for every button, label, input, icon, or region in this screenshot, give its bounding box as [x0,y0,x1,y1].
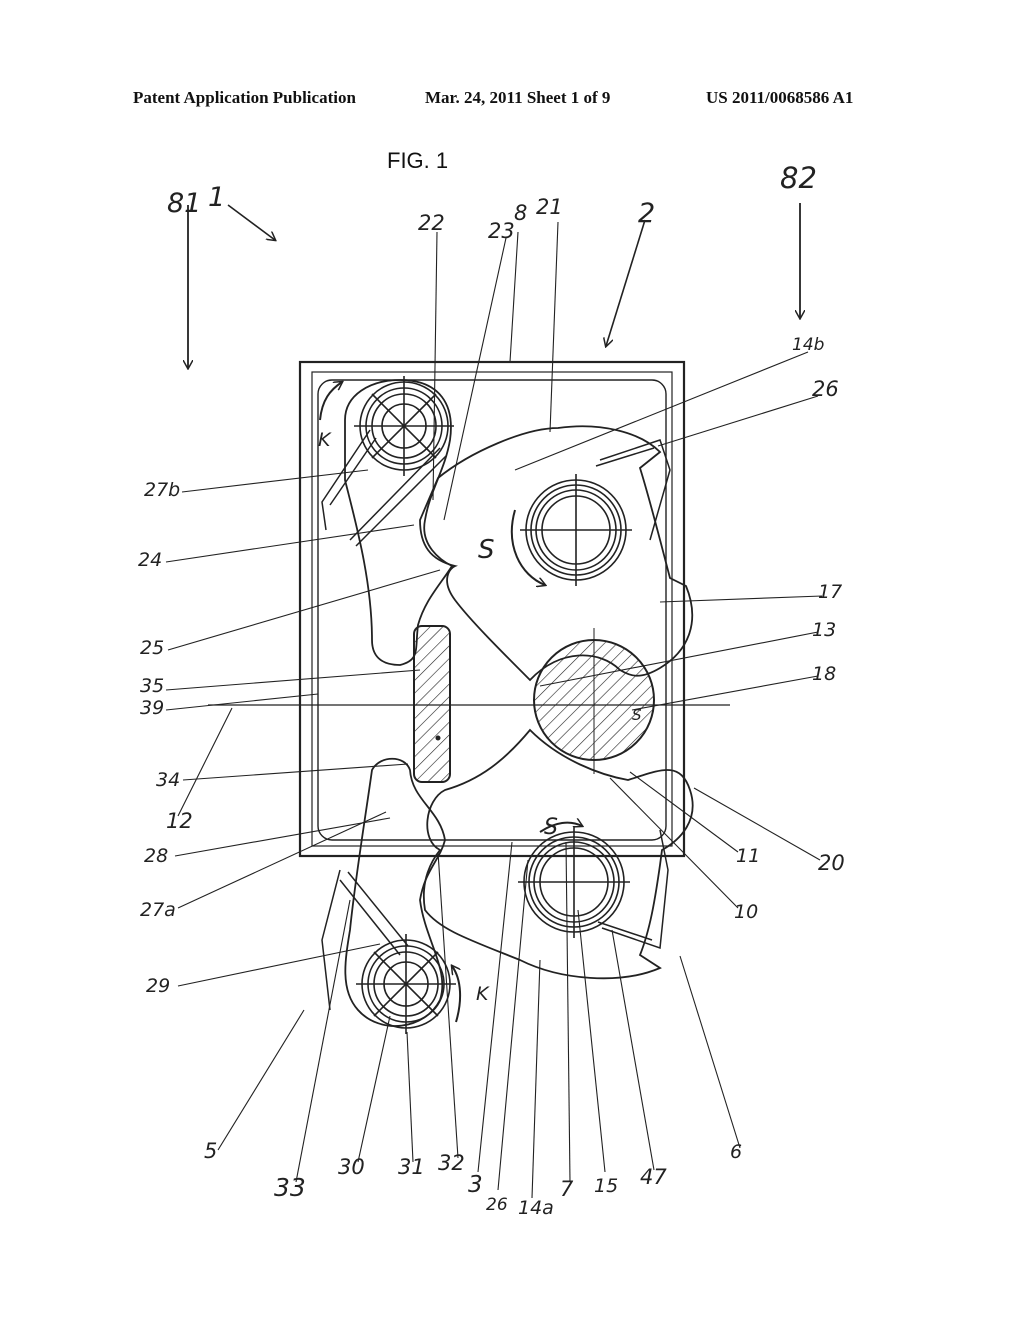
label-28: 28 [144,845,168,867]
figure-title: FIG. 1 [387,148,448,173]
lower-pawl-bearing [356,934,456,1034]
label-81: 81 [167,188,201,219]
leader-lines [165,221,823,1199]
upper-latch-bearing [520,474,632,586]
label-82: 82 [780,161,817,195]
label-25: 25 [140,637,164,659]
label-33: 33 [274,1173,306,1202]
label-18: 18 [812,663,836,685]
label-12: 12 [166,809,193,833]
label-14b: 14b [792,335,824,355]
direction-arrow-1 [227,204,275,240]
rotation-arrow-k-top [319,382,342,421]
lower-pawl [344,757,446,1027]
label-32: 32 [438,1151,465,1175]
label-31: 31 [398,1155,425,1179]
label-3: 3 [468,1172,483,1198]
label-26-top: 26 [812,377,839,401]
label-24: 24 [138,549,162,571]
upper-pawl-bearing [354,376,454,476]
label-39: 39 [140,697,164,719]
label-2: 2 [638,198,655,229]
label-23: 23 [488,219,515,243]
label-11: 11 [736,845,760,867]
label-8: 8 [514,201,527,225]
label-7: 7 [560,1177,574,1201]
label-35: 35 [140,675,164,697]
reference-labels: 81 1 22 23 8 21 2 82 14b 26 27b 24 25 17… [138,161,845,1219]
publication-number: US 2011/0068586 A1 [706,88,854,107]
direction-arrow-2 [606,219,646,346]
locking-bolt [533,639,655,761]
label-s-small: S [632,706,642,724]
label-k-lower: K [476,983,490,1005]
label-20: 20 [818,851,845,875]
upper-rotary-latch [419,425,694,682]
label-21: 21 [536,195,563,219]
label-22: 22 [418,211,445,235]
housing [298,360,686,858]
label-s-upper: S [478,535,495,565]
label-15: 15 [594,1175,618,1197]
lower-latch-bearing [518,826,630,938]
label-10: 10 [734,901,758,923]
label-29: 29 [146,975,170,997]
publication-date-sheet: Mar. 24, 2011 Sheet 1 of 9 [425,88,611,107]
label-6: 6 [730,1141,742,1163]
label-k-upper: K [318,429,332,451]
label-26-bottom: 26 [486,1195,508,1215]
pivot-point [435,735,441,741]
label-47: 47 [640,1165,667,1189]
label-27b: 27b [144,479,180,501]
label-13: 13 [812,619,836,641]
rotation-arrow-s-bottom [539,823,582,833]
label-34: 34 [156,769,180,791]
label-1: 1 [208,182,225,213]
label-17: 17 [818,581,842,603]
rotation-arrow-k-bottom [452,966,462,1023]
label-27a: 27a [140,899,176,921]
blocking-element [413,625,451,783]
label-14a: 14a [518,1197,554,1219]
publication-type: Patent Application Publication [133,88,356,107]
label-30: 30 [338,1155,365,1179]
upper-pawl [344,379,454,666]
label-5: 5 [204,1139,217,1163]
page-header: Patent Application Publication Mar. 24, … [0,88,1024,118]
lower-rotary-latch [423,728,694,980]
label-s-lower: S [544,815,558,840]
rotation-arrow-s-top [510,509,545,585]
